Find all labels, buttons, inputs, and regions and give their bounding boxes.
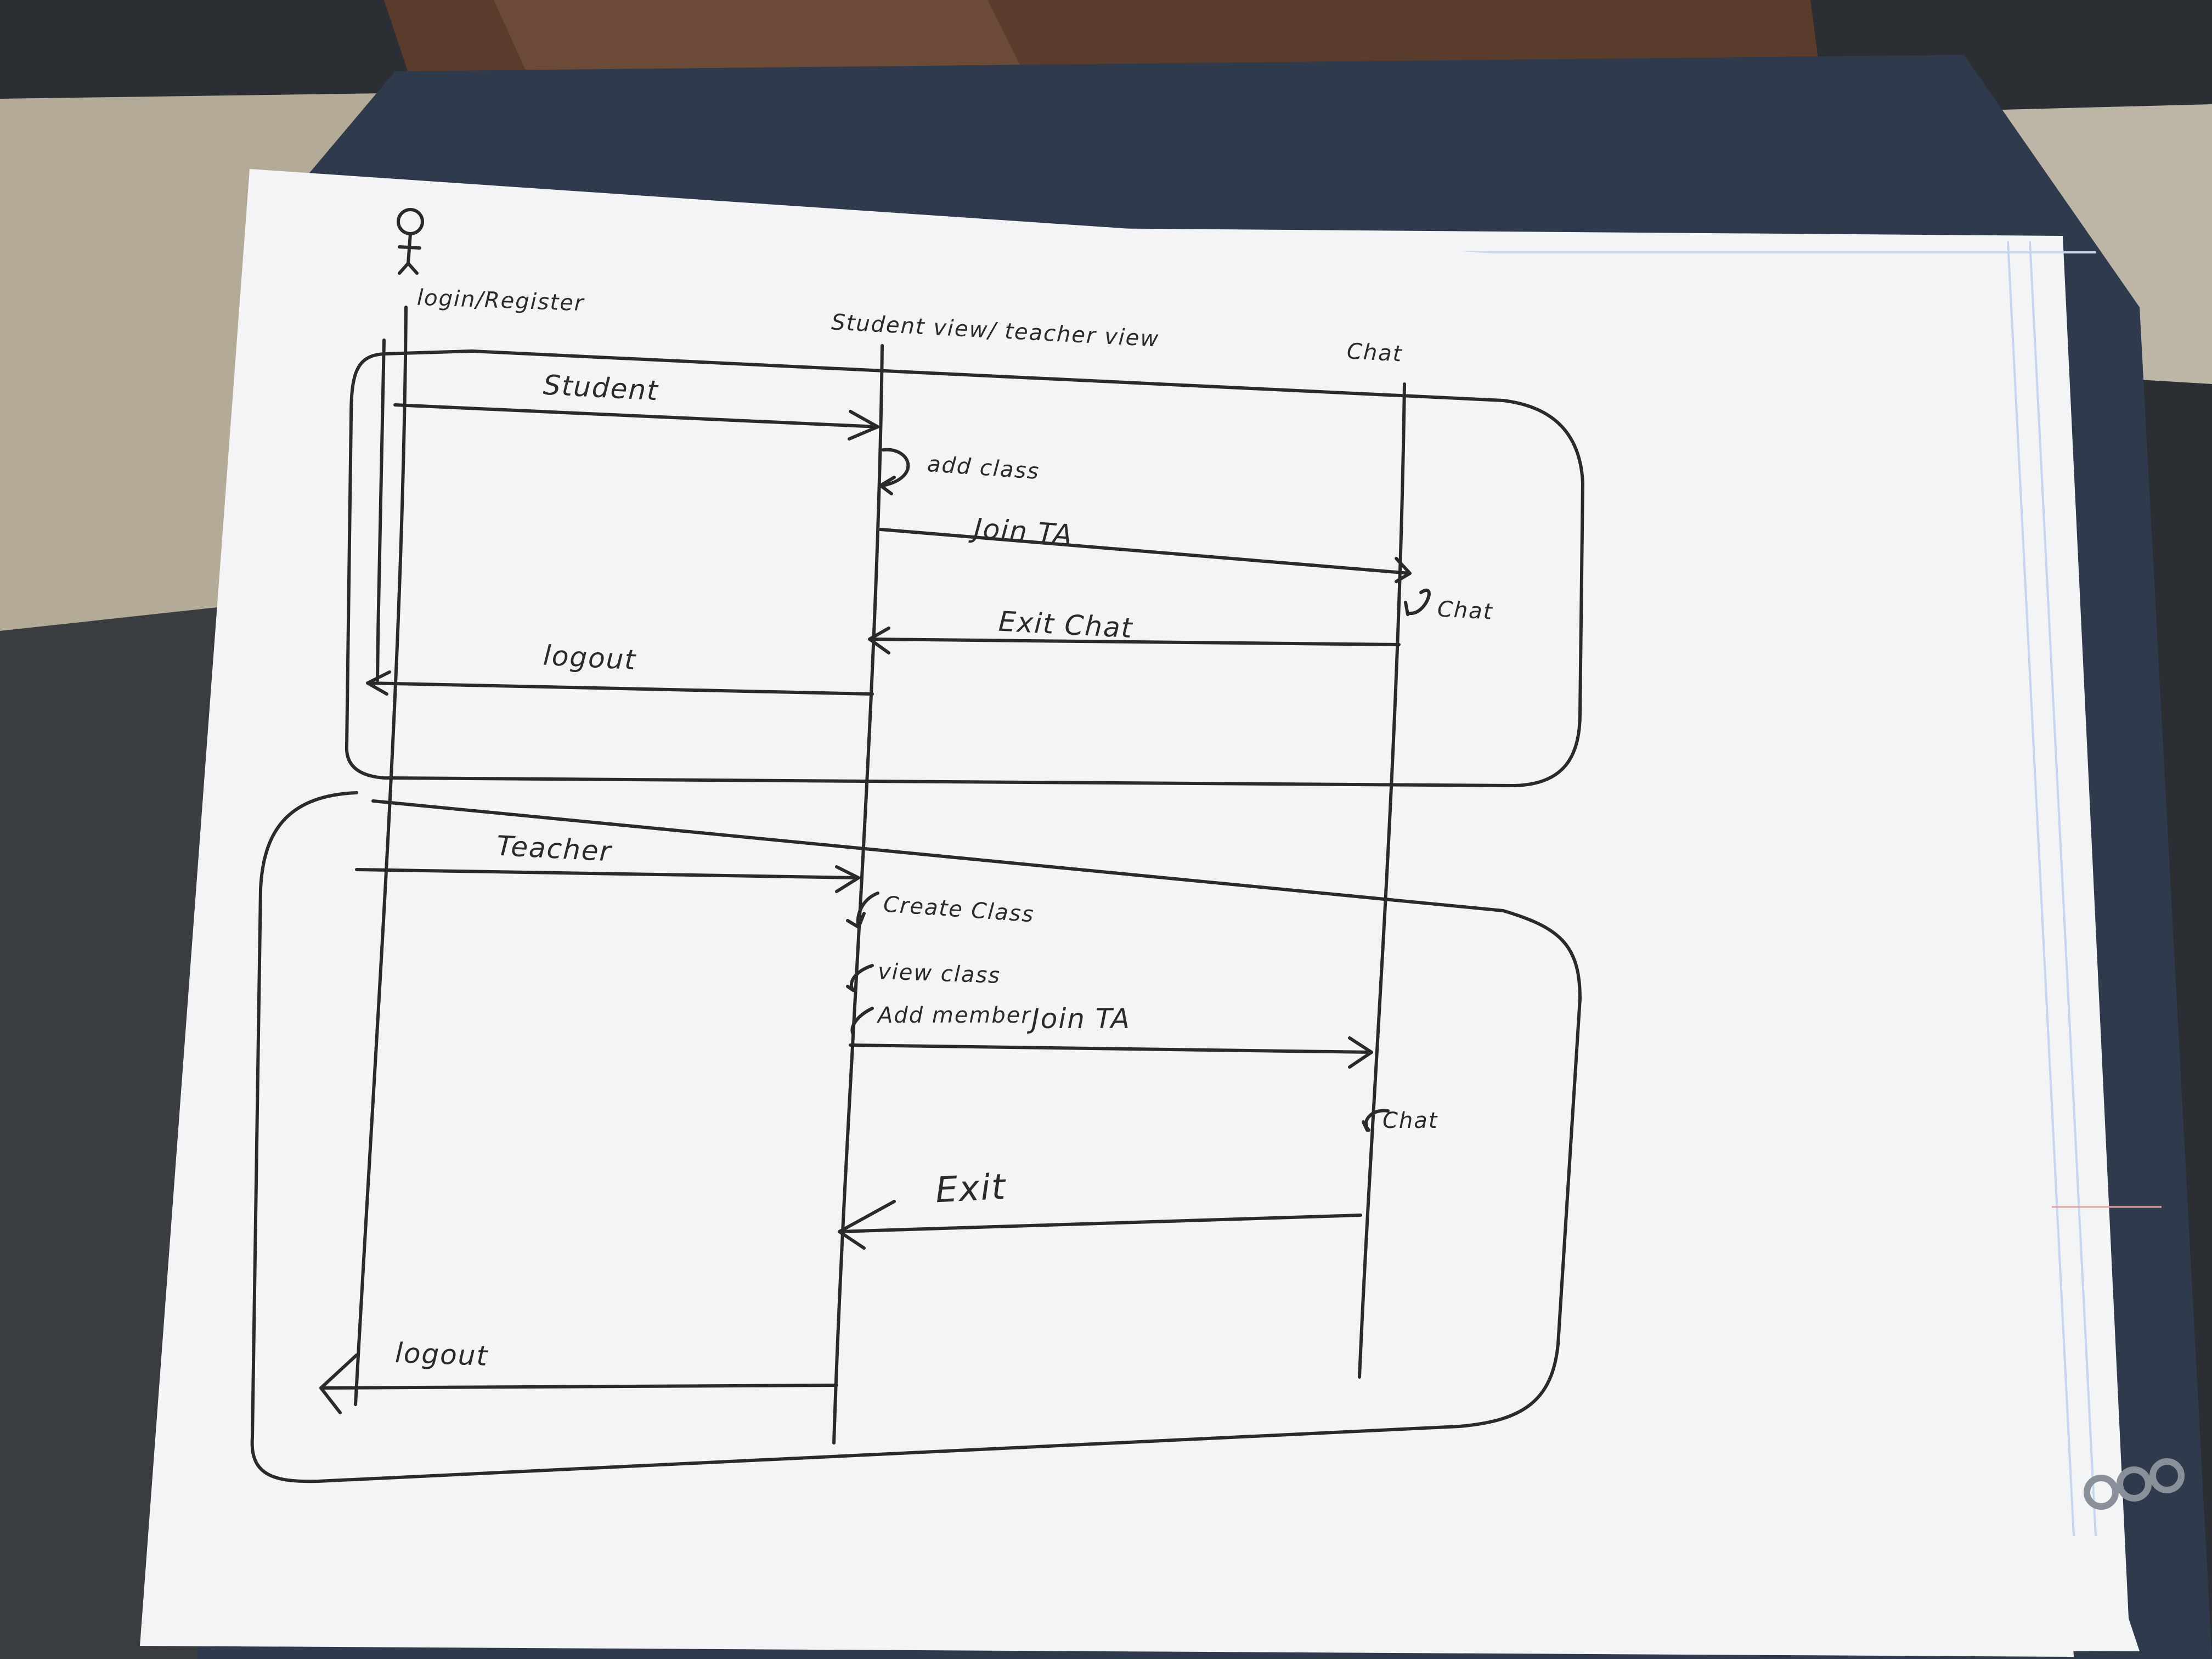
self-chat-2 (1362, 1109, 1390, 1132)
self-add-class (879, 448, 910, 495)
message-logout-label: logout (542, 639, 637, 676)
self-view-class (846, 964, 874, 992)
student-fragment-frame (345, 349, 1584, 787)
arrow-join-ta-2 (849, 1036, 1373, 1069)
message-exit-label: Exit (934, 1166, 1008, 1211)
arrow-logout-2 (319, 1353, 838, 1414)
message-logout-2-label: logout (394, 1337, 489, 1372)
arrow-exit-chat (868, 627, 1401, 654)
actor-lifeline (354, 306, 408, 1406)
views-lifeline (832, 344, 884, 1444)
participant-chat-label: Chat (1346, 338, 1403, 367)
self-chat-1 (1404, 589, 1431, 616)
message-add-member-label: Add member (878, 1003, 1031, 1028)
message-chat-self-2-label: Chat (1383, 1108, 1438, 1133)
self-add-member (850, 1007, 874, 1036)
arrow-exit (838, 1200, 1362, 1250)
message-chat-self-label: Chat (1436, 596, 1494, 625)
teacher-fragment-frame (250, 791, 1582, 1483)
arrow-teacher (355, 865, 860, 893)
message-student-label: Student (542, 369, 660, 407)
message-join-ta-2-label: Join TA (1031, 1003, 1131, 1035)
message-view-class-label: view class (877, 959, 1001, 989)
chat-lifeline (1358, 382, 1406, 1379)
arrow-student (393, 403, 879, 441)
message-teacher-label: Teacher (495, 830, 613, 868)
actor-stick-figure-icon (397, 208, 424, 275)
arrow-join-ta-1 (879, 528, 1412, 583)
arrow-logout-1 (366, 670, 874, 696)
self-create-class (846, 891, 879, 929)
